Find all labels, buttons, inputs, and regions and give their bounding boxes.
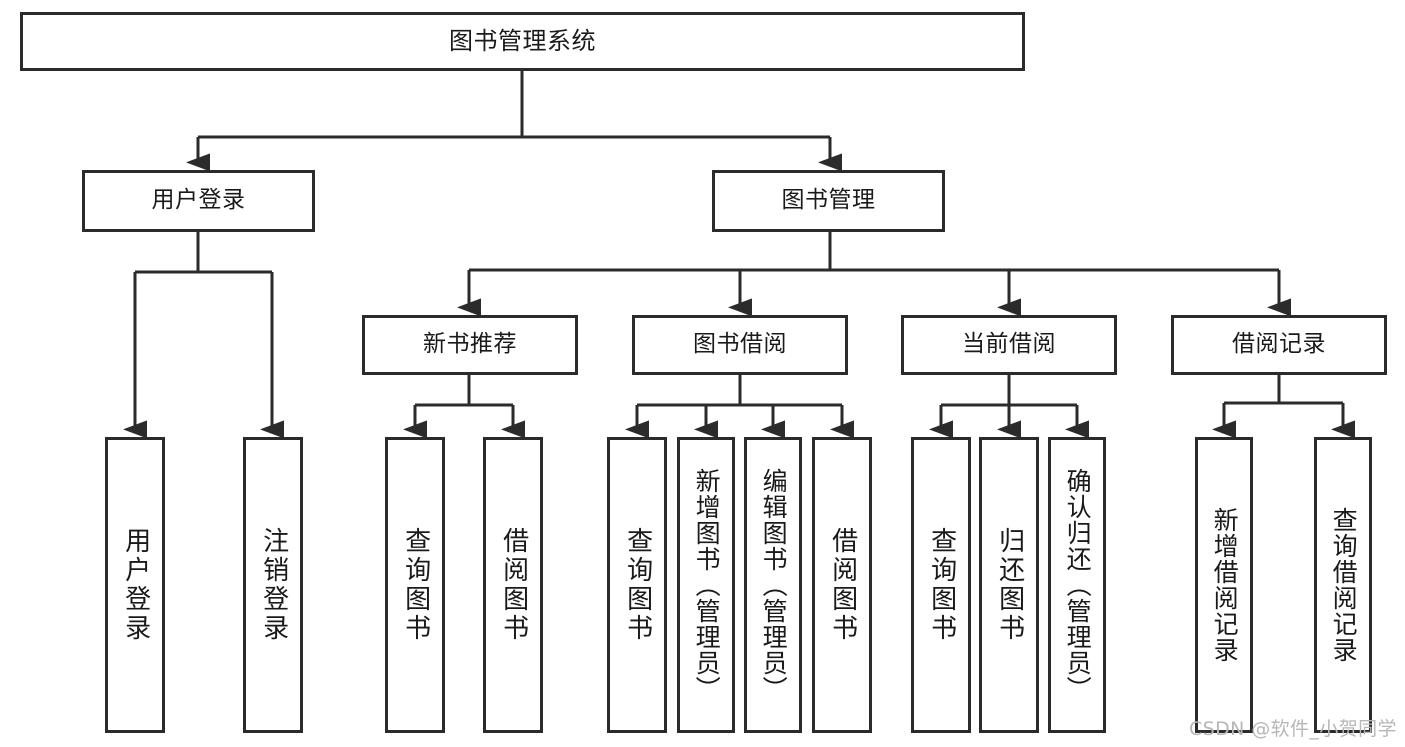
node-current-borrow[interactable]: 当前借阅	[901, 315, 1117, 375]
node-leaf-user-login[interactable]: 用户登录	[105, 437, 165, 733]
node-leaf-user-login-label: 用户登录	[120, 527, 151, 643]
node-leaf-user-logout-label: 注销登录	[258, 527, 289, 643]
node-new-book-rec[interactable]: 新书推荐	[362, 315, 578, 375]
node-leaf-borrow-book-1[interactable]: 借阅图书	[483, 437, 543, 733]
node-book-manage[interactable]: 图书管理	[712, 170, 945, 232]
node-user-login[interactable]: 用户登录	[82, 170, 315, 232]
node-leaf-edit-book-admin-label: 编辑图书（管理员）	[759, 468, 789, 702]
csdn-watermark: CSDN @软件_小贺同学	[1189, 718, 1397, 740]
node-leaf-borrow-book-1-label: 借阅图书	[498, 527, 529, 643]
node-leaf-query-book-2-label: 查询图书	[622, 527, 653, 643]
node-leaf-return-book[interactable]: 归还图书	[979, 437, 1039, 733]
node-leaf-edit-book-admin[interactable]: 编辑图书（管理员）	[744, 437, 802, 733]
node-book-borrow[interactable]: 图书借阅	[632, 315, 848, 375]
node-leaf-confirm-return-admin[interactable]: 确认归还（管理员）	[1048, 437, 1106, 733]
node-leaf-add-book-admin-label: 新增图书（管理员）	[692, 468, 722, 702]
node-leaf-add-borrow-record-label: 新增借阅记录	[1210, 507, 1240, 663]
node-leaf-query-book-3[interactable]: 查询图书	[911, 437, 971, 733]
node-leaf-borrow-book-2[interactable]: 借阅图书	[812, 437, 872, 733]
node-leaf-query-borrow-record[interactable]: 查询借阅记录	[1314, 437, 1372, 733]
node-root[interactable]: 图书管理系统	[20, 12, 1025, 71]
node-leaf-query-book-1-label: 查询图书	[400, 527, 431, 643]
node-current-borrow-label: 当前借阅	[962, 331, 1056, 358]
node-leaf-user-logout[interactable]: 注销登录	[243, 437, 303, 733]
node-leaf-query-book-2[interactable]: 查询图书	[607, 437, 667, 733]
node-root-label: 图书管理系统	[449, 27, 596, 56]
node-leaf-confirm-return-admin-label: 确认归还（管理员）	[1063, 468, 1093, 702]
node-leaf-borrow-book-2-label: 借阅图书	[827, 527, 858, 643]
node-leaf-query-borrow-record-label: 查询借阅记录	[1329, 507, 1359, 663]
node-book-manage-label: 图书管理	[781, 187, 876, 214]
node-book-borrow-label: 图书借阅	[693, 331, 787, 358]
node-new-book-rec-label: 新书推荐	[423, 331, 517, 358]
node-leaf-query-book-1[interactable]: 查询图书	[385, 437, 445, 733]
node-leaf-add-borrow-record[interactable]: 新增借阅记录	[1195, 437, 1253, 733]
node-borrow-record[interactable]: 借阅记录	[1171, 315, 1387, 375]
node-leaf-add-book-admin[interactable]: 新增图书（管理员）	[677, 437, 735, 733]
node-leaf-query-book-3-label: 查询图书	[926, 527, 957, 643]
node-user-login-label: 用户登录	[151, 187, 246, 214]
node-leaf-return-book-label: 归还图书	[994, 527, 1025, 643]
node-borrow-record-label: 借阅记录	[1232, 331, 1326, 358]
